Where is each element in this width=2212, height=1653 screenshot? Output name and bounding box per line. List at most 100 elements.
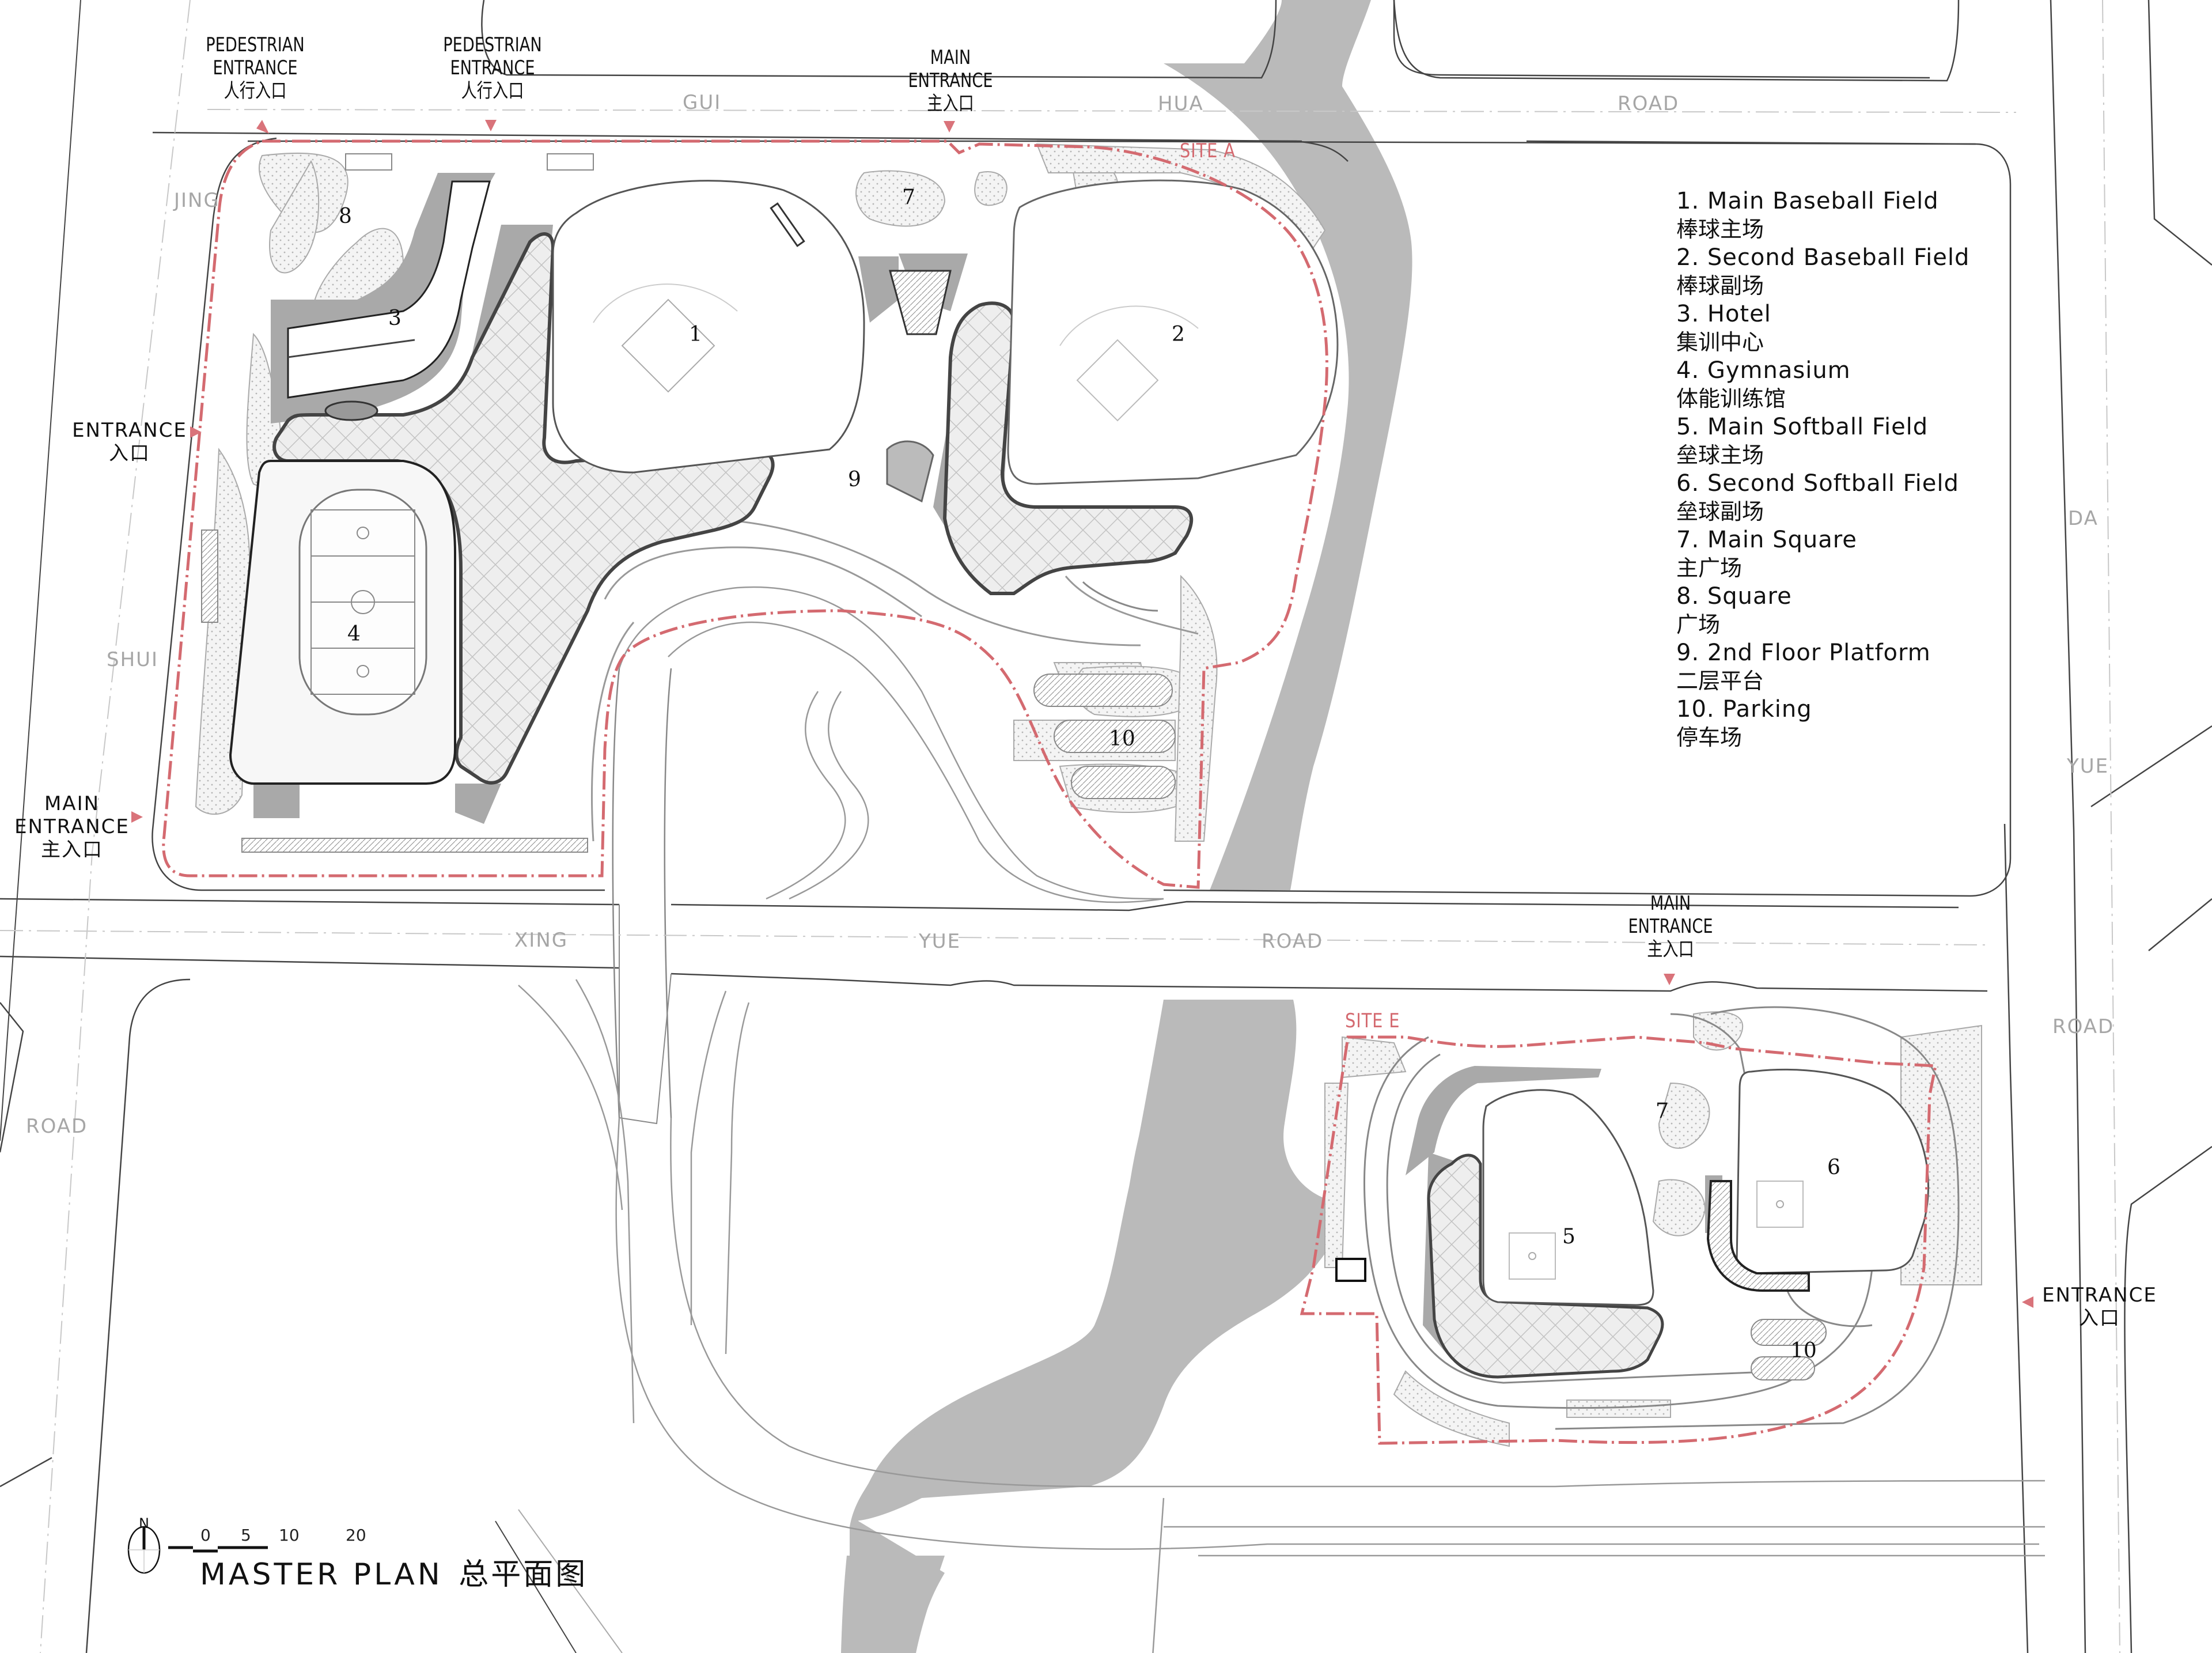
legend-en: 2. Second Baseball Field xyxy=(1676,244,1970,271)
title-zh: 总平面图 xyxy=(459,1557,588,1592)
road-label-road-top: ROAD xyxy=(1618,92,1680,115)
title-en: MASTER PLAN xyxy=(200,1557,443,1592)
arrow-ped-1 xyxy=(256,120,269,134)
scale-tick-0: 0 xyxy=(200,1526,211,1545)
main-west-entrance-label: MAIN ENTRANCE 主入口 xyxy=(12,792,132,861)
road-label-jing: JING xyxy=(174,189,220,212)
main-entrance-label-top: MAIN ENTRANCE 主入口 xyxy=(895,46,1006,115)
north-label: N xyxy=(139,1515,149,1531)
legend-en: 4. Gymnasium xyxy=(1676,357,1851,384)
label-line: ENTRANCE xyxy=(213,56,298,80)
gymnasium-building xyxy=(229,460,456,785)
legend-zh: 主广场 xyxy=(1676,555,1743,581)
map-number-6: 6 xyxy=(1827,1156,1840,1179)
site-a-boundary xyxy=(162,139,1328,889)
legend-zh: 停车场 xyxy=(1676,725,1743,750)
label-line: ENTRANCE xyxy=(2042,1284,2157,1307)
site-a-misc xyxy=(324,202,1158,612)
legend-item: 3. Hotel 集训中心 xyxy=(1676,300,1999,357)
label-line: MAIN xyxy=(1650,892,1691,915)
map-number-10-site-e: 10 xyxy=(1790,1339,1817,1363)
legend-en: 7. Main Square xyxy=(1676,527,1857,553)
legend-zh: 棒球副场 xyxy=(1676,273,1764,298)
east-entrance-label-site-e: ENTRANCE 入口 xyxy=(2036,1284,2163,1330)
legend-zh: 二层平台 xyxy=(1676,668,1764,694)
label-line: 入口 xyxy=(109,442,150,466)
west-entrance-label: ENTRANCE 入口 xyxy=(66,419,193,465)
site-e-boundary xyxy=(1300,1035,1938,1445)
map-number-10-site-a: 10 xyxy=(1109,727,1135,751)
road-label-gui: GUI xyxy=(683,91,722,114)
arrow-main-top xyxy=(944,121,955,133)
baseball-field-1 xyxy=(552,180,865,474)
map-number-7-site-a: 7 xyxy=(902,186,915,209)
baseball-field-2 xyxy=(1007,179,1339,485)
map-number-8: 8 xyxy=(339,205,352,228)
legend-en: 1. Main Baseball Field xyxy=(1676,188,1939,214)
label-line: 主入口 xyxy=(1647,938,1694,962)
road-label-hua: HUA xyxy=(1158,92,1204,115)
pedestrian-entrance-label-2: PEDESTRIAN ENTRANCE 人行入口 xyxy=(435,33,550,103)
label-line: MAIN xyxy=(930,46,971,69)
site-e-label: SITE E xyxy=(1345,1009,1400,1032)
legend-en: 5. Main Softball Field xyxy=(1676,414,1929,440)
site-e-parking xyxy=(1335,1258,1827,1380)
road-label-da: DA xyxy=(2068,507,2099,530)
label-line: PEDESTRIAN xyxy=(206,33,305,56)
arrow-main-site-e xyxy=(1664,974,1675,985)
page-title: MASTER PLAN 总平面图 xyxy=(200,1550,588,1593)
map-number-3: 3 xyxy=(388,307,402,330)
arrow-east-site-e xyxy=(2022,1296,2033,1308)
label-line: ENTRANCE xyxy=(14,815,130,839)
legend-zh: 棒球主场 xyxy=(1676,217,1764,242)
softball-field-5 xyxy=(1427,1153,1664,1379)
map-number-1: 1 xyxy=(689,323,702,346)
map-number-9: 9 xyxy=(848,468,861,491)
river xyxy=(841,0,1412,1653)
road-label-shui: SHUI xyxy=(107,648,159,671)
map-number-5: 5 xyxy=(1562,1225,1575,1249)
scale-bar-graphic xyxy=(168,1546,268,1553)
pedestrian-entrance-label-1: PEDESTRIAN ENTRANCE 人行入口 xyxy=(198,33,313,103)
legend-zh: 集训中心 xyxy=(1676,330,1764,355)
scale-tick-10: 10 xyxy=(279,1526,300,1545)
legend-en: 9. 2nd Floor Platform xyxy=(1676,640,1931,666)
road-label-xing: XING xyxy=(514,929,569,952)
label-line: 入口 xyxy=(2079,1307,2120,1330)
arrow-west xyxy=(190,426,202,438)
label-line: ENTRANCE xyxy=(1628,915,1713,939)
scale-tick-20: 20 xyxy=(346,1526,366,1545)
softball-field-5-diamond xyxy=(1482,1089,1654,1306)
road-label-road-right: ROAD xyxy=(2052,1015,2115,1038)
main-entrance-label-site-e: MAIN ENTRANCE 主入口 xyxy=(1615,892,1726,961)
legend-en: 8. Square xyxy=(1676,583,1792,610)
legend-en: 6. Second Softball Field xyxy=(1676,470,1959,497)
hotel-building xyxy=(287,180,491,399)
legend-item: 1. Main Baseball Field 棒球主场 xyxy=(1676,187,1999,244)
label-line: ENTRANCE xyxy=(72,419,187,442)
road-label-yue-right: YUE xyxy=(2067,755,2109,778)
legend-zh: 广场 xyxy=(1676,612,1721,637)
legend-zh: 垒球主场 xyxy=(1676,442,1764,468)
label-line: MAIN xyxy=(44,792,100,815)
road-label-yue-mid: YUE xyxy=(919,930,961,953)
north-arrow-icon xyxy=(127,1526,161,1574)
label-line: 人行入口 xyxy=(461,80,524,103)
legend: 1. Main Baseball Field 棒球主场 2. Second Bas… xyxy=(1676,187,1999,752)
label-line: ENTRANCE xyxy=(908,69,993,93)
label-line: 主入口 xyxy=(41,838,103,862)
legend-zh: 体能训练馆 xyxy=(1676,386,1786,411)
legend-en: 3. Hotel xyxy=(1676,301,1771,327)
site-e-stand xyxy=(1706,1180,1810,1292)
map-number-4: 4 xyxy=(347,622,361,646)
label-line: 主入口 xyxy=(927,92,974,116)
map-number-2: 2 xyxy=(1172,323,1185,346)
